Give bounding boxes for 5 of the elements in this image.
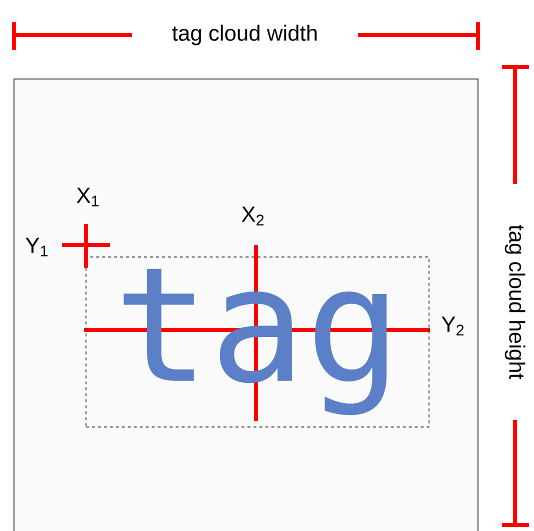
coordinate-label: Y$_{1}$: [26, 238, 48, 256]
dimension-label: tag cloud width: [172, 24, 317, 46]
coordinate-label: X$_{2}$: [242, 206, 264, 226]
dimension-label: tag cloud height: [504, 224, 526, 380]
coordinate-label: X$_{1}$: [76, 188, 99, 206]
